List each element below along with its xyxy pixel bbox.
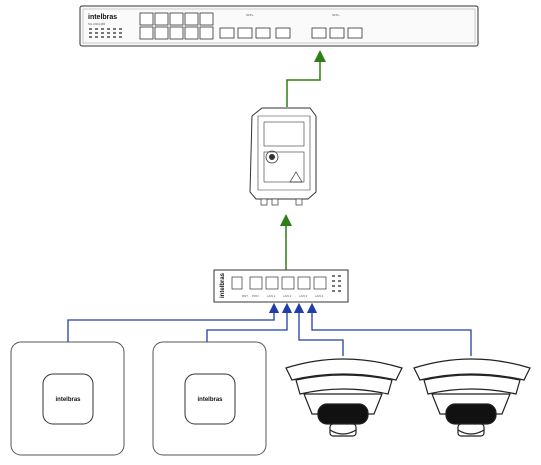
fiber-termination-box [249, 107, 317, 206]
core-switch-model: SG 2404 MR [88, 22, 106, 26]
ethernet-link-camera2 [306, 302, 472, 356]
uplink-port-group [311, 27, 363, 39]
port-label-lan1: LAN 1 [267, 294, 276, 298]
sfp-group-label: SFP+ [246, 13, 254, 17]
uplink-group-label: SFP+ [332, 13, 340, 17]
edge-poe-switch: intelbras RST PON LAN 1 LAN 2 LAN 3 LAN … [213, 269, 349, 303]
core-switch: intelbras SG 2404 MR SFP+ SFP+ [79, 5, 479, 47]
port-label-lan3: LAN 3 [299, 294, 308, 298]
access-point-2-brand: intelbras [197, 397, 223, 403]
access-point-2: intelbras [152, 341, 267, 456]
ethernet-link-ap1 [67, 302, 280, 342]
lan-port-group [265, 276, 327, 290]
access-point-1: intelbras [10, 341, 125, 456]
edge-led-column [332, 275, 341, 292]
core-switch-brand: intelbras [88, 14, 117, 21]
fiber-link-to-switch [286, 50, 326, 107]
dome-camera-1 [285, 358, 403, 437]
ethernet-link-ap2 [206, 302, 293, 342]
port-label-lan2: LAN 2 [283, 294, 292, 298]
port-label-lan4: LAN 4 [315, 294, 324, 298]
status-led-grid [89, 28, 122, 38]
access-point-1-brand: intelbras [55, 397, 81, 403]
dome-camera-2 [413, 358, 531, 437]
button-label-pon: PON [252, 294, 259, 298]
sfp-port-group [219, 27, 291, 39]
edge-switch-brand: intelbras [220, 272, 226, 298]
button-label-rst: RST [242, 294, 248, 298]
ethernet-link-camera1 [293, 302, 344, 356]
rj45-port-block [139, 12, 214, 40]
